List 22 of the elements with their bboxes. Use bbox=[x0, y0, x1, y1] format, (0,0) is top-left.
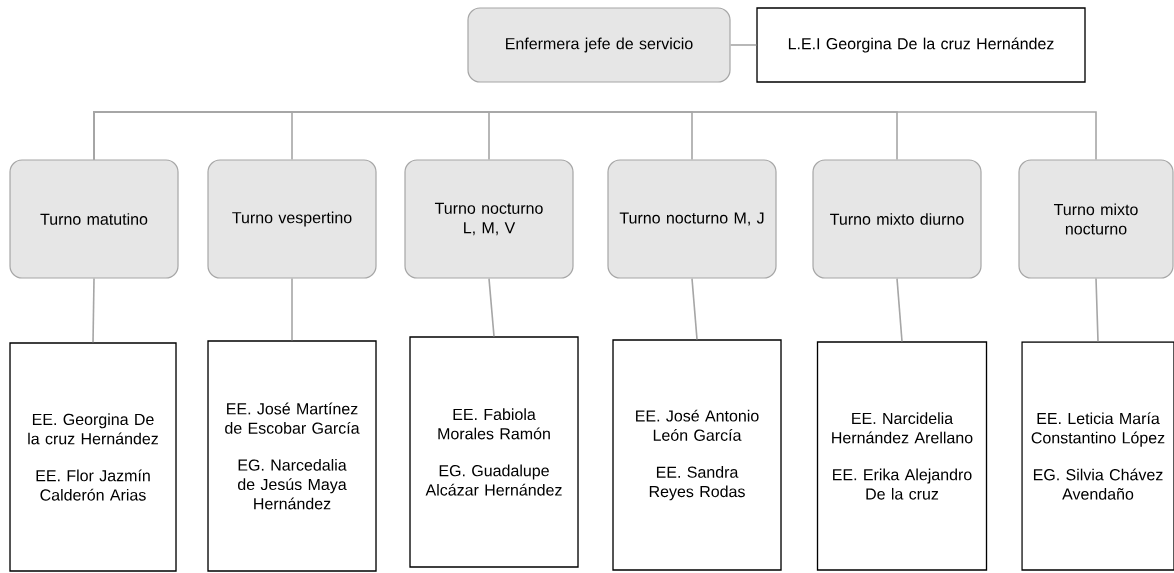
name-box: EE. José Martínez de Escobar García EG. Narcedalia de Jesús Maya Hernández bbox=[207, 340, 377, 572]
connector-line bbox=[92, 277, 95, 344]
connector-line bbox=[729, 44, 758, 46]
name-box: EE. Georgina De la cruz Hernández EE. Flor Jazmín Calderón Arias bbox=[9, 342, 177, 572]
connector-line bbox=[93, 111, 1097, 161]
role-box: Turno mixto diurno bbox=[812, 159, 982, 279]
name-box: EE. Fabiola Morales Ramón EG. Guadalupe Alcázar Hernández bbox=[409, 336, 579, 568]
connector-line bbox=[1095, 277, 1099, 343]
role-box: Turno mixto nocturno bbox=[1018, 159, 1174, 279]
connector-line bbox=[691, 277, 698, 341]
role-box: Enfermera jefe de servicio bbox=[467, 7, 731, 83]
name-box: EE. Narcidelia Hernández Arellano EE. Erika Alejandro De la cruz bbox=[816, 341, 988, 571]
name-box: EE. José Antonio León García EE. Sandra Reyes Rodas bbox=[612, 339, 782, 571]
connector-line bbox=[488, 277, 495, 338]
role-box: Turno matutino bbox=[9, 159, 179, 279]
name-box: L.E.I Georgina De la cruz Hernández bbox=[756, 7, 1086, 83]
role-box: Turno nocturno M, J bbox=[607, 159, 777, 279]
role-box: Turno nocturno L, M, V bbox=[404, 159, 574, 279]
role-box: Turno vespertino bbox=[207, 159, 377, 279]
name-box: EE. Leticia María Constantino López EG. Silvia Chávez Avendaño bbox=[1021, 341, 1174, 571]
connector-line bbox=[291, 277, 293, 342]
connector-line bbox=[896, 277, 903, 343]
